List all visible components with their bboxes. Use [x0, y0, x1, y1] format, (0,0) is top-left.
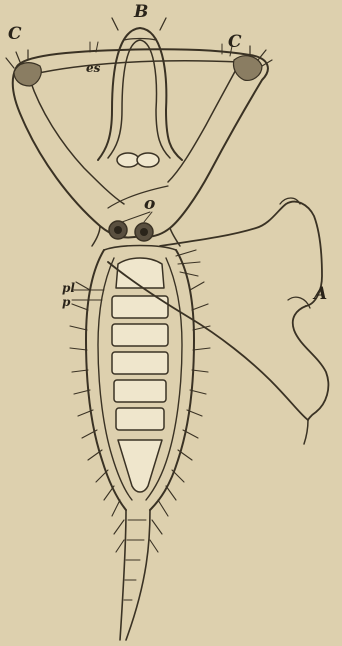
- eye-right-pupil: [140, 228, 148, 236]
- tail-left: [120, 510, 126, 640]
- c-swelling-left: [14, 63, 41, 86]
- label-b: B: [134, 4, 148, 21]
- gut-segment-2: [112, 324, 168, 346]
- body-top: [104, 246, 176, 251]
- label-p: p: [62, 296, 70, 308]
- b-stalk-left: [112, 18, 118, 30]
- neck-bristles: [176, 250, 200, 276]
- head-ring-outer: [16, 49, 268, 236]
- gut-segment-4: [114, 380, 166, 402]
- head-ring-inner-left: [30, 80, 124, 204]
- inner-triangle: [108, 186, 168, 208]
- label-c-right: C: [228, 34, 242, 51]
- label-pl: pl: [62, 282, 75, 294]
- tail-right: [126, 510, 150, 640]
- gut-segment-5: [116, 408, 164, 430]
- statocyst-right: [137, 153, 159, 167]
- label-o: o: [144, 196, 155, 213]
- tail-segments: [124, 520, 146, 600]
- gut-bottom: [118, 440, 162, 492]
- u-organ-outer: [98, 28, 182, 160]
- b-stalk-right: [160, 18, 166, 30]
- appendage-a-loop: [293, 306, 329, 420]
- label-c-left: C: [8, 26, 22, 43]
- label-es: es: [86, 62, 100, 74]
- gut-segment-3: [112, 352, 168, 374]
- eye-left-pupil: [114, 226, 122, 234]
- label-a: A: [314, 286, 327, 303]
- appendage-a-tip: [304, 420, 308, 444]
- head-ring-left-outer: [13, 68, 140, 238]
- neck-left: [92, 226, 100, 246]
- statocyst-left: [117, 153, 139, 167]
